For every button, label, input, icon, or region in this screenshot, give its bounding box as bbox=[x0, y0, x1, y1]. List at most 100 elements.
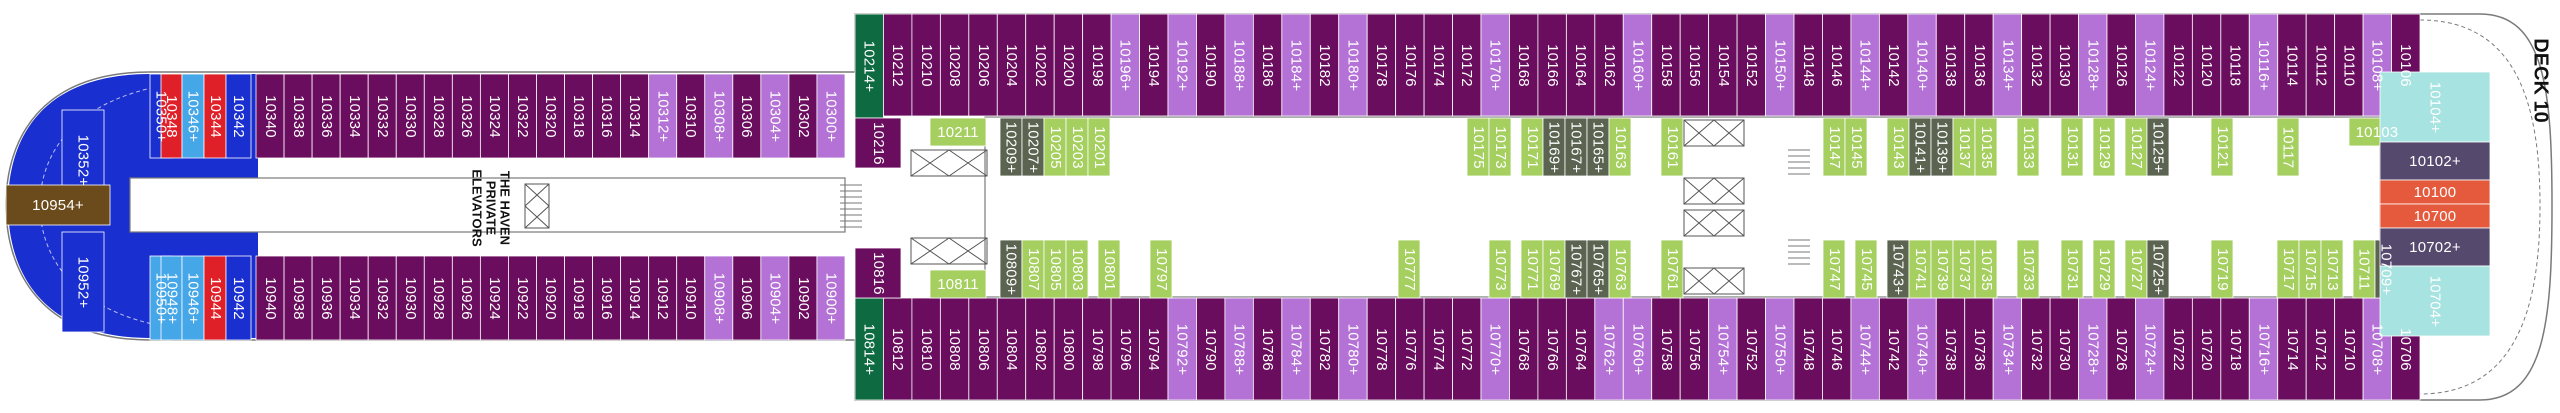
cabin-10139[interactable]: 10139+ bbox=[1931, 118, 1953, 176]
cabin-10805[interactable]: 10805 bbox=[1044, 240, 1066, 298]
cabin-10777[interactable]: 10777 bbox=[1398, 240, 1420, 298]
cabin-10310[interactable]: 10310 bbox=[677, 74, 705, 158]
cabin-10160[interactable]: 10160+ bbox=[1623, 14, 1651, 116]
cabin-10138[interactable]: 10138 bbox=[1936, 14, 1964, 116]
cabin-10908[interactable]: 10908+ bbox=[705, 256, 733, 340]
cabin-10748[interactable]: 10748 bbox=[1794, 298, 1822, 400]
cabin-10954[interactable]: 10954+ bbox=[6, 185, 110, 225]
cabin-10212[interactable]: 10212 bbox=[883, 14, 911, 116]
cabin-10120[interactable]: 10120 bbox=[2192, 14, 2220, 116]
cabin-10900[interactable]: 10900+ bbox=[817, 256, 845, 340]
cabin-10797[interactable]: 10797 bbox=[1150, 240, 1172, 298]
cabin-10776[interactable]: 10776 bbox=[1396, 298, 1424, 400]
cabin-10773[interactable]: 10773 bbox=[1489, 240, 1511, 298]
cabin-10746[interactable]: 10746 bbox=[1822, 298, 1850, 400]
cabin-10763[interactable]: 10763 bbox=[1609, 240, 1631, 298]
cabin-10178[interactable]: 10178 bbox=[1367, 14, 1395, 116]
cabin-10713[interactable]: 10713 bbox=[2321, 240, 2343, 298]
cabin-10712[interactable]: 10712 bbox=[2306, 298, 2334, 400]
cabin-10144[interactable]: 10144+ bbox=[1851, 14, 1879, 116]
cabin-10304[interactable]: 10304+ bbox=[761, 74, 789, 158]
cabin-10216[interactable]: 10216 bbox=[855, 118, 901, 168]
cabin-10340[interactable]: 10340 bbox=[256, 74, 284, 158]
cabin-10154[interactable]: 10154 bbox=[1709, 14, 1737, 116]
cabin-10934[interactable]: 10934 bbox=[340, 256, 368, 340]
cabin-10188[interactable]: 10188+ bbox=[1225, 14, 1253, 116]
cabin-10122[interactable]: 10122 bbox=[2164, 14, 2192, 116]
cabin-10700[interactable]: 10700 bbox=[2380, 204, 2490, 228]
cabin-10161[interactable]: 10161 bbox=[1661, 118, 1683, 176]
cabin-10169[interactable]: 10169+ bbox=[1543, 118, 1565, 176]
cabin-10816[interactable]: 10816 bbox=[855, 248, 901, 298]
cabin-10812[interactable]: 10812 bbox=[883, 298, 911, 400]
cabin-10103[interactable]: 10103 bbox=[2349, 118, 2405, 146]
cabin-10186[interactable]: 10186 bbox=[1253, 14, 1281, 116]
cabin-10786[interactable]: 10786 bbox=[1253, 298, 1281, 400]
cabin-10204[interactable]: 10204 bbox=[997, 14, 1025, 116]
cabin-10203[interactable]: 10203 bbox=[1066, 118, 1088, 176]
cabin-10102[interactable]: 10102+ bbox=[2380, 142, 2490, 180]
cabin-10142[interactable]: 10142 bbox=[1879, 14, 1907, 116]
cabin-10133[interactable]: 10133 bbox=[2017, 118, 2039, 176]
cabin-10727[interactable]: 10727 bbox=[2125, 240, 2147, 298]
cabin-10734[interactable]: 10734+ bbox=[1993, 298, 2021, 400]
cabin-10135[interactable]: 10135 bbox=[1975, 118, 1997, 176]
cabin-10769[interactable]: 10769 bbox=[1543, 240, 1565, 298]
cabin-10942[interactable]: 10942 bbox=[226, 256, 251, 340]
cabin-10167[interactable]: 10167+ bbox=[1565, 118, 1587, 176]
cabin-10754[interactable]: 10754+ bbox=[1709, 298, 1737, 400]
cabin-10117[interactable]: 10117 bbox=[2277, 118, 2299, 176]
cabin-10132[interactable]: 10132 bbox=[2022, 14, 2050, 116]
cabin-10724[interactable]: 10724+ bbox=[2135, 298, 2163, 400]
cabin-10902[interactable]: 10902 bbox=[789, 256, 817, 340]
cabin-10182[interactable]: 10182 bbox=[1310, 14, 1338, 116]
cabin-10147[interactable]: 10147 bbox=[1823, 118, 1845, 176]
cabin-10180[interactable]: 10180+ bbox=[1339, 14, 1367, 116]
cabin-10192[interactable]: 10192+ bbox=[1168, 14, 1196, 116]
cabin-10780[interactable]: 10780+ bbox=[1339, 298, 1367, 400]
cabin-10206[interactable]: 10206 bbox=[969, 14, 997, 116]
cabin-10768[interactable]: 10768 bbox=[1509, 298, 1537, 400]
cabin-10796[interactable]: 10796 bbox=[1111, 298, 1139, 400]
cabin-10128[interactable]: 10128+ bbox=[2079, 14, 2107, 116]
cabin-10731[interactable]: 10731 bbox=[2061, 240, 2083, 298]
cabin-10172[interactable]: 10172 bbox=[1453, 14, 1481, 116]
cabin-10330[interactable]: 10330 bbox=[396, 74, 424, 158]
cabin-10741[interactable]: 10741 bbox=[1909, 240, 1931, 298]
cabin-10930[interactable]: 10930 bbox=[396, 256, 424, 340]
cabin-10739[interactable]: 10739 bbox=[1931, 240, 1953, 298]
cabin-10300[interactable]: 10300+ bbox=[817, 74, 845, 158]
cabin-10314[interactable]: 10314 bbox=[621, 74, 649, 158]
cabin-10730[interactable]: 10730 bbox=[2050, 298, 2078, 400]
cabin-10104[interactable]: 10104+ bbox=[2380, 72, 2490, 142]
cabin-10168[interactable]: 10168 bbox=[1509, 14, 1537, 116]
cabin-10211[interactable]: 10211 bbox=[930, 118, 986, 146]
cabin-10332[interactable]: 10332 bbox=[368, 74, 396, 158]
cabin-10944[interactable]: 10944 bbox=[204, 256, 226, 340]
cabin-10788[interactable]: 10788+ bbox=[1225, 298, 1253, 400]
cabin-10170[interactable]: 10170+ bbox=[1481, 14, 1509, 116]
cabin-10726[interactable]: 10726 bbox=[2107, 298, 2135, 400]
cabin-10940[interactable]: 10940 bbox=[256, 256, 284, 340]
cabin-10209[interactable]: 10209+ bbox=[1000, 118, 1022, 176]
cabin-10752[interactable]: 10752 bbox=[1737, 298, 1765, 400]
cabin-10774[interactable]: 10774 bbox=[1424, 298, 1452, 400]
cabin-10764[interactable]: 10764 bbox=[1566, 298, 1594, 400]
cabin-10740[interactable]: 10740+ bbox=[1908, 298, 1936, 400]
cabin-10744[interactable]: 10744+ bbox=[1851, 298, 1879, 400]
cabin-10924[interactable]: 10924 bbox=[480, 256, 508, 340]
cabin-10745[interactable]: 10745 bbox=[1855, 240, 1877, 298]
cabin-10790[interactable]: 10790 bbox=[1196, 298, 1224, 400]
cabin-10750[interactable]: 10750+ bbox=[1766, 298, 1794, 400]
cabin-10794[interactable]: 10794 bbox=[1140, 298, 1168, 400]
cabin-10316[interactable]: 10316 bbox=[593, 74, 621, 158]
cabin-10922[interactable]: 10922 bbox=[508, 256, 536, 340]
cabin-10735[interactable]: 10735 bbox=[1975, 240, 1997, 298]
cabin-10906[interactable]: 10906 bbox=[733, 256, 761, 340]
cabin-10158[interactable]: 10158 bbox=[1652, 14, 1680, 116]
cabin-10910[interactable]: 10910 bbox=[677, 256, 705, 340]
cabin-10137[interactable]: 10137 bbox=[1953, 118, 1975, 176]
cabin-10742[interactable]: 10742 bbox=[1879, 298, 1907, 400]
cabin-10904[interactable]: 10904+ bbox=[761, 256, 789, 340]
cabin-10772[interactable]: 10772 bbox=[1453, 298, 1481, 400]
